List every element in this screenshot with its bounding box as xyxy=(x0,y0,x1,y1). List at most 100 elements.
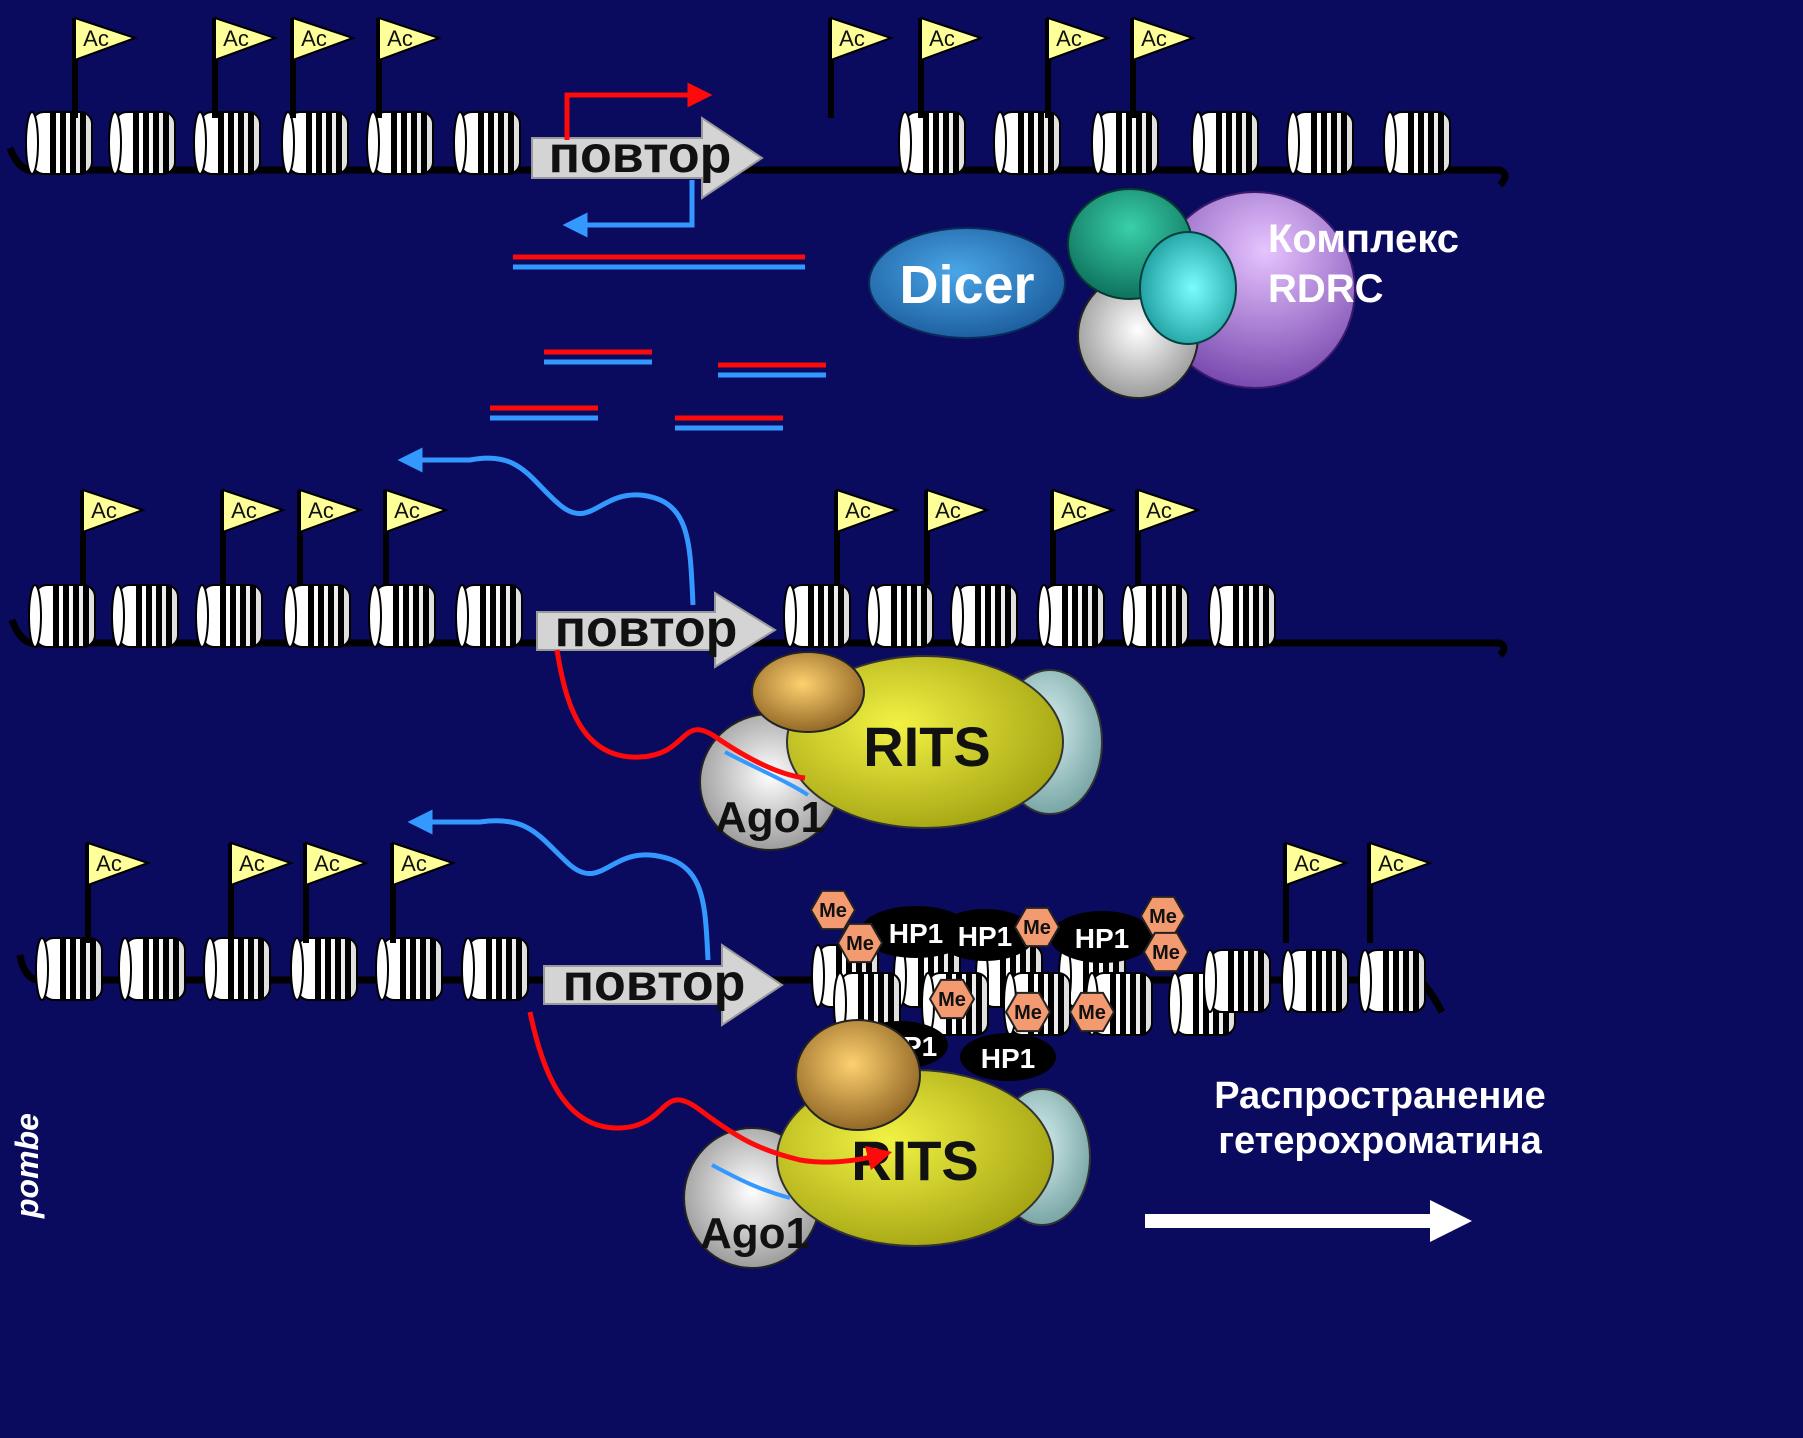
acetyl-label: Ac xyxy=(394,498,420,523)
nucleosome xyxy=(35,937,103,1001)
acetyl-flag: Ac xyxy=(220,488,287,585)
svg-text:Me: Me xyxy=(846,933,874,955)
svg-text:Me: Me xyxy=(1023,917,1051,939)
ago1-label: Ago1 xyxy=(700,1209,810,1258)
nucleosome xyxy=(25,111,93,175)
acetyl-label: Ac xyxy=(387,26,413,51)
acetyl-flag: Ac xyxy=(85,841,152,943)
repeat-label: повтор xyxy=(555,600,738,658)
acetyl-label: Ac xyxy=(845,498,871,523)
svg-text:Me: Me xyxy=(1014,1002,1042,1024)
nucleosome xyxy=(368,584,436,648)
acetyl-label: Ac xyxy=(239,851,265,876)
acetyl-flags: Ac Ac Ac Ac Ac Ac xyxy=(85,841,1434,943)
reverse-transcript xyxy=(562,180,695,238)
acetyl-label: Ac xyxy=(1294,851,1320,876)
rits-label: RITS xyxy=(851,1129,979,1192)
methyl-mark: Me xyxy=(1139,895,1187,937)
heterochromatin-nucleosomes xyxy=(811,944,1426,1036)
nucleosome xyxy=(1286,111,1354,175)
acetyl-flag: Ac xyxy=(290,16,357,118)
nucleosome xyxy=(375,937,443,1001)
repeat-label: повтор xyxy=(563,954,746,1012)
nucleosome xyxy=(453,111,521,175)
nucleosome xyxy=(783,584,851,648)
acetyl-label: Ac xyxy=(839,26,865,51)
nucleosome-array-right xyxy=(783,584,1276,648)
acetyl-flag: Ac xyxy=(383,488,450,585)
rdrc-label-line2: RDRC xyxy=(1268,267,1384,311)
ago1-label: Ago1 xyxy=(715,793,825,842)
acetyl-label: Ac xyxy=(91,498,117,523)
svg-text:Me: Me xyxy=(938,989,966,1011)
acetyl-label: Ac xyxy=(231,498,257,523)
acetyl-label: Ac xyxy=(314,851,340,876)
svg-text:Me: Me xyxy=(1152,942,1180,964)
acetyl-label: Ac xyxy=(301,26,327,51)
nucleosome xyxy=(283,584,351,648)
acetyl-flag: Ac xyxy=(72,16,139,118)
spread-direction-arrow xyxy=(1145,1200,1472,1242)
repeat-arrow: повтор xyxy=(543,943,784,1027)
methyl-mark: Me xyxy=(1142,931,1190,973)
nucleosome-array-left xyxy=(28,584,523,648)
acetyl-flag: Ac xyxy=(1045,16,1112,118)
nucleosome xyxy=(366,111,434,175)
acetyl-flag: Ac xyxy=(1283,841,1350,943)
sirna-guide xyxy=(711,1163,791,1200)
nucleosome xyxy=(203,937,271,1001)
spread-label-line2: гетерохроматина xyxy=(1218,1120,1542,1162)
svg-text:Me: Me xyxy=(1078,1002,1106,1024)
organism-label: pombe xyxy=(9,1113,45,1219)
acetyl-label: Ac xyxy=(1146,498,1172,523)
rits-complex: RITS Ago1 xyxy=(683,1019,1091,1269)
svg-text:HP1: HP1 xyxy=(1075,923,1129,954)
dna-strand xyxy=(8,618,1508,658)
nascent-transcript-red xyxy=(527,1011,893,1171)
nucleosome xyxy=(1358,949,1426,1013)
nucleosome xyxy=(455,584,523,648)
row-2-rits-targeting: Ac Ac Ac Ac Ac Ac Ac Ac повтор RITS Ago1 xyxy=(8,447,1508,851)
acetyl-label: Ac xyxy=(1378,851,1404,876)
forward-transcript xyxy=(564,82,713,140)
dna-strand xyxy=(6,146,1509,188)
sirna-duplexes xyxy=(490,349,826,431)
repeat-arrow: повтор xyxy=(536,591,777,669)
rits-complex: RITS Ago1 xyxy=(699,651,1103,851)
svg-text:Me: Me xyxy=(1149,906,1177,928)
acetyl-label: Ac xyxy=(1061,498,1087,523)
acetyl-label: Ac xyxy=(929,26,955,51)
nucleosome xyxy=(118,937,186,1001)
acetyl-label: Ac xyxy=(935,498,961,523)
acetyl-flag: Ac xyxy=(1135,488,1202,585)
nucleosome xyxy=(1091,111,1159,175)
methyl-mark: Me xyxy=(928,978,976,1020)
rits-label: RITS xyxy=(863,715,991,778)
nucleosome xyxy=(1037,584,1105,648)
acetyl-label: Ac xyxy=(308,498,334,523)
acetyl-flag: Ac xyxy=(924,488,991,585)
svg-text:HP1: HP1 xyxy=(981,1043,1035,1074)
dicer-protein: Dicer xyxy=(868,227,1066,339)
nucleosome xyxy=(898,111,966,175)
dicer-label: Dicer xyxy=(899,255,1034,315)
nucleosome-array-right xyxy=(898,111,1451,175)
nucleosome xyxy=(461,937,529,1001)
nucleosome xyxy=(866,584,934,648)
acetyl-label: Ac xyxy=(223,26,249,51)
svg-text:HP1: HP1 xyxy=(958,921,1012,952)
nascent-transcript-red xyxy=(554,649,806,781)
acetyl-label: Ac xyxy=(401,851,427,876)
svg-text:HP1: HP1 xyxy=(889,918,943,949)
nucleosome xyxy=(1383,111,1451,175)
nucleosome xyxy=(195,584,263,648)
acetyl-flag: Ac xyxy=(297,488,364,585)
methyl-mark: Me xyxy=(1068,991,1116,1033)
rdrc-complex: Комплекс RDRC xyxy=(1067,188,1459,399)
acetyl-flag: Ac xyxy=(212,16,279,118)
nascent-transcript-blue xyxy=(397,447,696,606)
acetyl-flag: Ac xyxy=(1050,488,1117,585)
nucleosome xyxy=(281,111,349,175)
